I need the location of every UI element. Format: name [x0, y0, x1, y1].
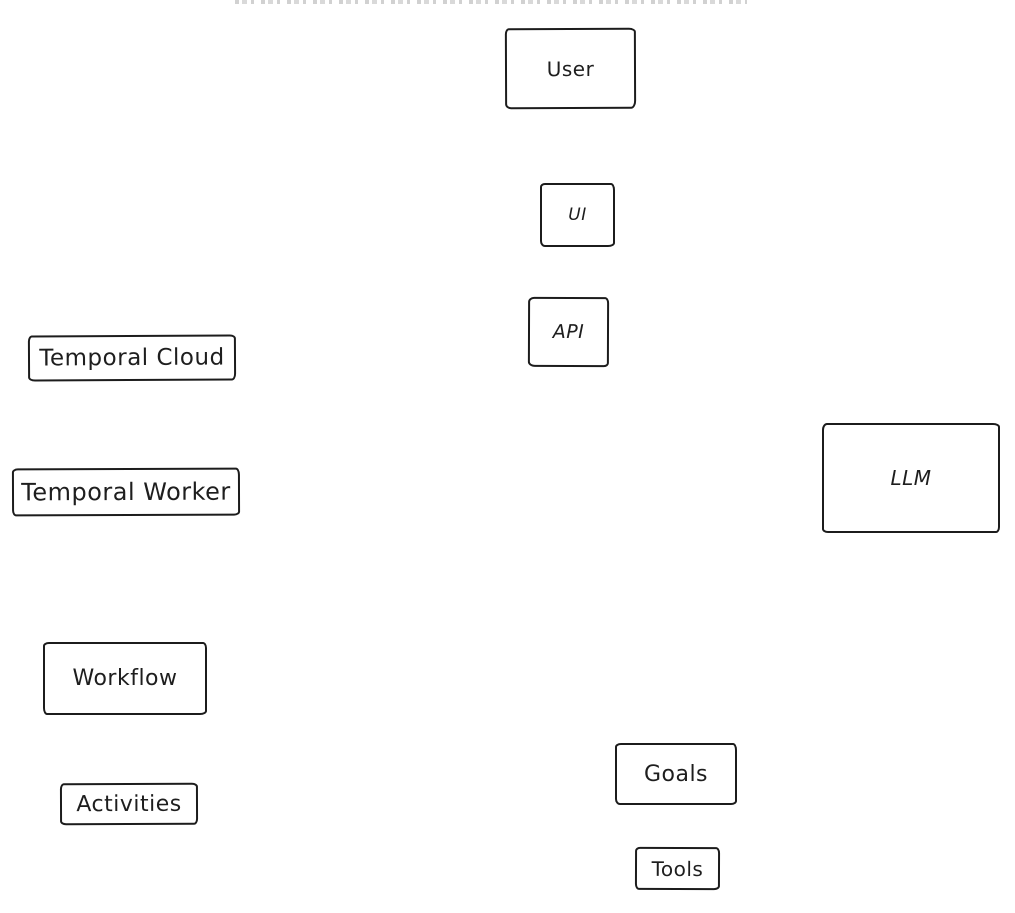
node-activities-label: Activities	[76, 791, 182, 817]
node-user[interactable]: User	[504, 27, 637, 110]
node-ui-label: UI	[568, 205, 587, 225]
node-llm-label: LLM	[890, 466, 932, 490]
node-llm[interactable]: LLM	[822, 423, 1000, 533]
node-temporal-worker[interactable]: Temporal Worker	[11, 467, 241, 517]
clipped-top-text	[235, 0, 747, 4]
node-temporal-worker-label: Temporal Worker	[21, 477, 231, 507]
node-user-label: User	[546, 56, 595, 81]
node-temporal-cloud-label: Temporal Cloud	[39, 344, 225, 372]
node-goals[interactable]: Goals	[615, 743, 737, 805]
node-tools-label: Tools	[651, 856, 704, 881]
node-activities[interactable]: Activities	[59, 782, 199, 826]
node-goals-label: Goals	[643, 761, 709, 787]
node-workflow-label: Workflow	[72, 666, 178, 691]
node-temporal-cloud[interactable]: Temporal Cloud	[27, 334, 237, 382]
node-api[interactable]: API	[527, 296, 610, 368]
node-api-label: API	[552, 320, 585, 344]
node-ui[interactable]: UI	[540, 183, 615, 247]
node-workflow[interactable]: Workflow	[43, 642, 207, 715]
node-tools[interactable]: Tools	[634, 846, 721, 891]
